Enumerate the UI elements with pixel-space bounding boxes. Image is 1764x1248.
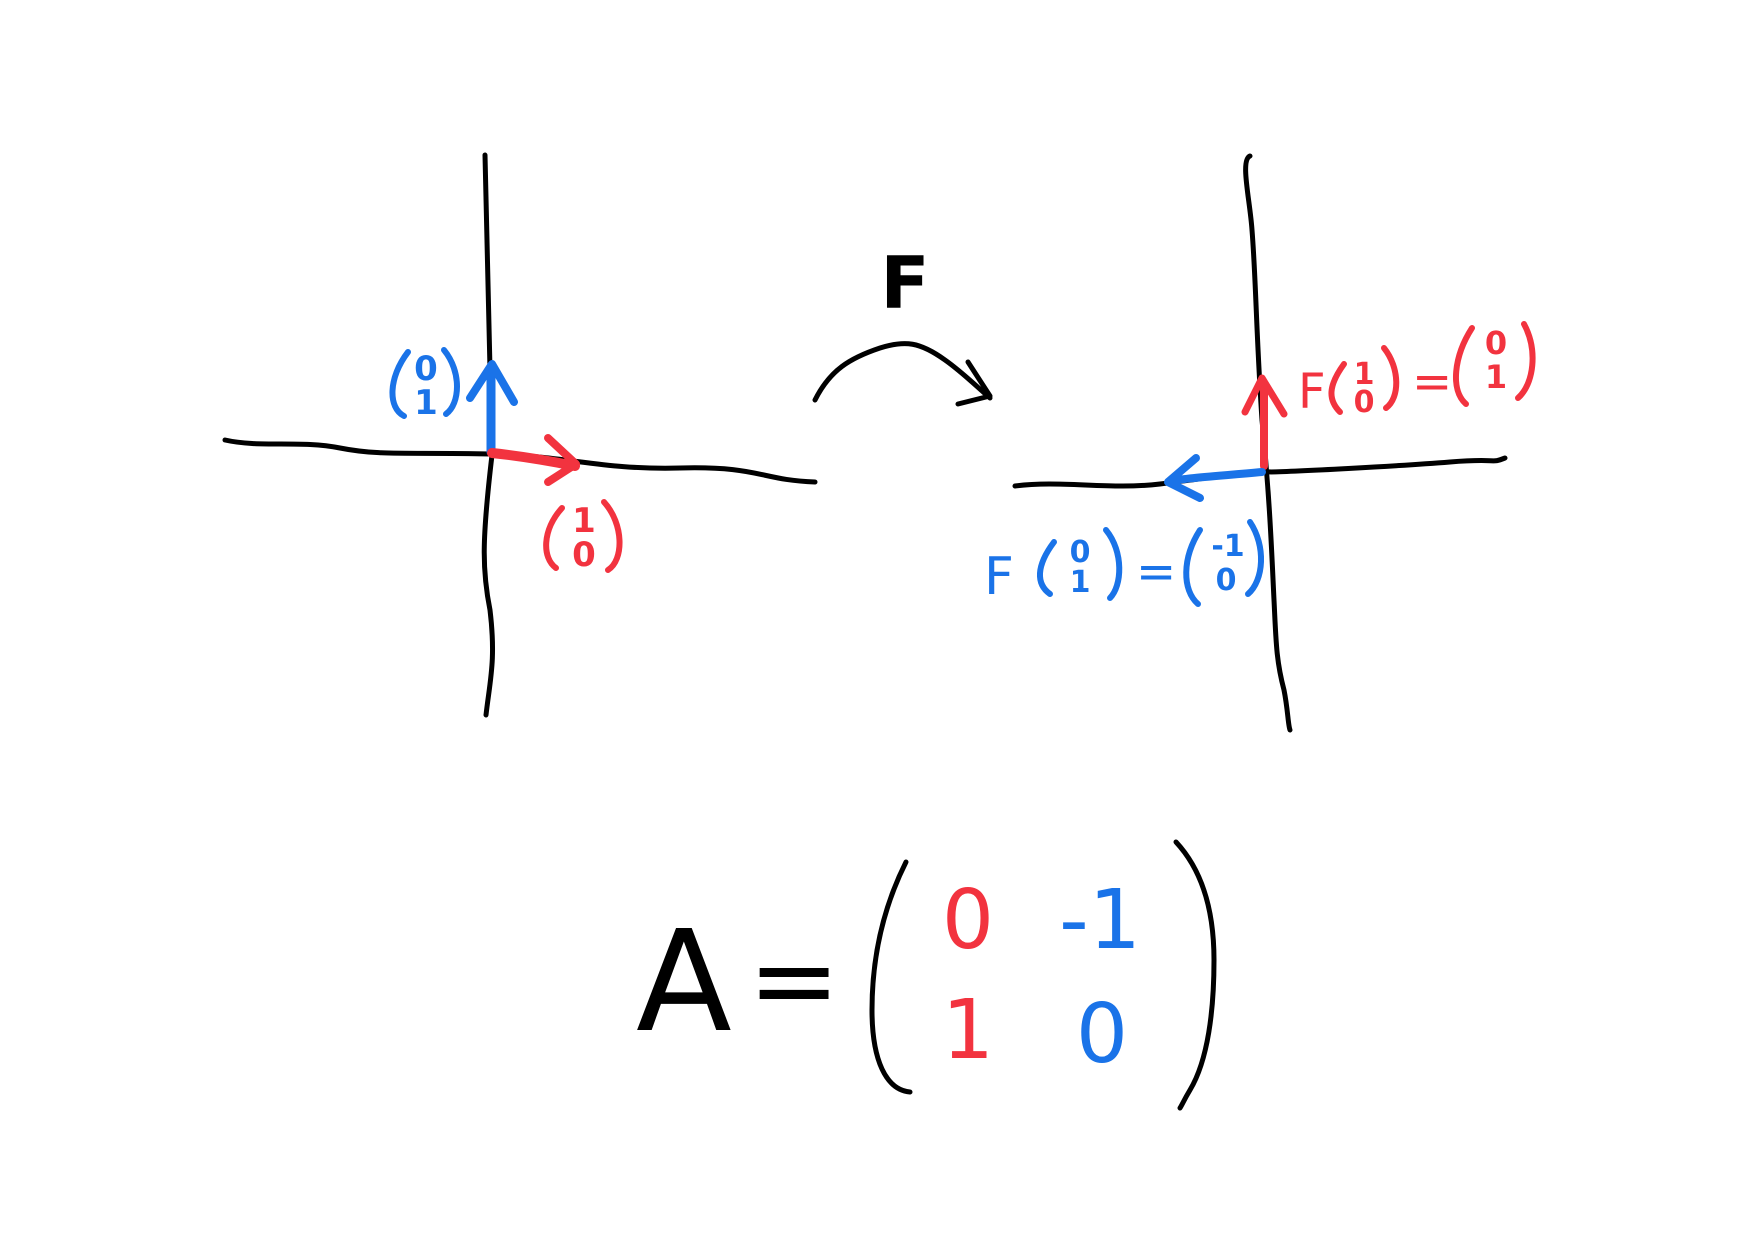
right-y-axis bbox=[1243, 153, 1293, 733]
matrix-equals: = bbox=[748, 916, 840, 1044]
image-e1-result-bottom: 1 bbox=[1485, 358, 1507, 396]
matrix-a11: 0 bbox=[942, 873, 994, 968]
left-e2-bottom: 1 bbox=[414, 383, 438, 423]
left-plane: 0 1 1 0 bbox=[222, 152, 818, 718]
left-e2-label: 0 1 bbox=[389, 347, 460, 423]
image-e1-equation: F 1 0 = 0 1 bbox=[1298, 321, 1536, 420]
left-e1-arrow bbox=[487, 434, 580, 486]
matrix-right-bracket bbox=[1173, 839, 1217, 1111]
matrix-equation: A = 0 -1 1 0 bbox=[636, 839, 1217, 1111]
left-e1-bottom: 0 bbox=[572, 535, 596, 575]
left-y-axis bbox=[481, 152, 496, 718]
map-arrow: F bbox=[812, 241, 993, 407]
matrix-a22: 0 bbox=[1076, 987, 1128, 1082]
right-image-e1-arrow bbox=[1241, 374, 1288, 470]
image-e2-result-top: -1 bbox=[1211, 529, 1244, 564]
image-e2-equals: = bbox=[1136, 544, 1176, 600]
right-plane: F 1 0 = 0 1 F 0 1 = -1 0 bbox=[984, 153, 1536, 733]
matrix-a12: -1 bbox=[1059, 873, 1141, 968]
image-e2-arg-top: 0 bbox=[1070, 535, 1091, 570]
left-e2-top: 0 bbox=[414, 349, 438, 389]
map-label: F bbox=[880, 241, 929, 325]
image-e2-arg-bottom: 1 bbox=[1070, 565, 1091, 600]
image-e2-result-bottom: 0 bbox=[1216, 563, 1237, 598]
image-e1-arg-bottom: 0 bbox=[1354, 385, 1375, 420]
matrix-name: A bbox=[636, 901, 732, 1064]
image-e1-result-top: 0 bbox=[1485, 324, 1507, 362]
image-e2-equation: F 0 1 = -1 0 bbox=[984, 519, 1264, 607]
image-e1-equals: = bbox=[1412, 354, 1452, 410]
image-e1-arg-top: 1 bbox=[1354, 357, 1375, 392]
right-image-e2-arrow bbox=[1164, 454, 1266, 502]
matrix-a21: 1 bbox=[942, 983, 994, 1078]
left-e1-top: 1 bbox=[572, 501, 596, 541]
image-e2-func: F bbox=[984, 547, 1014, 607]
image-e1-func: F bbox=[1298, 364, 1326, 420]
left-e2-arrow bbox=[466, 360, 518, 457]
left-e1-label: 1 0 bbox=[543, 499, 623, 575]
matrix-left-bracket bbox=[869, 859, 913, 1095]
